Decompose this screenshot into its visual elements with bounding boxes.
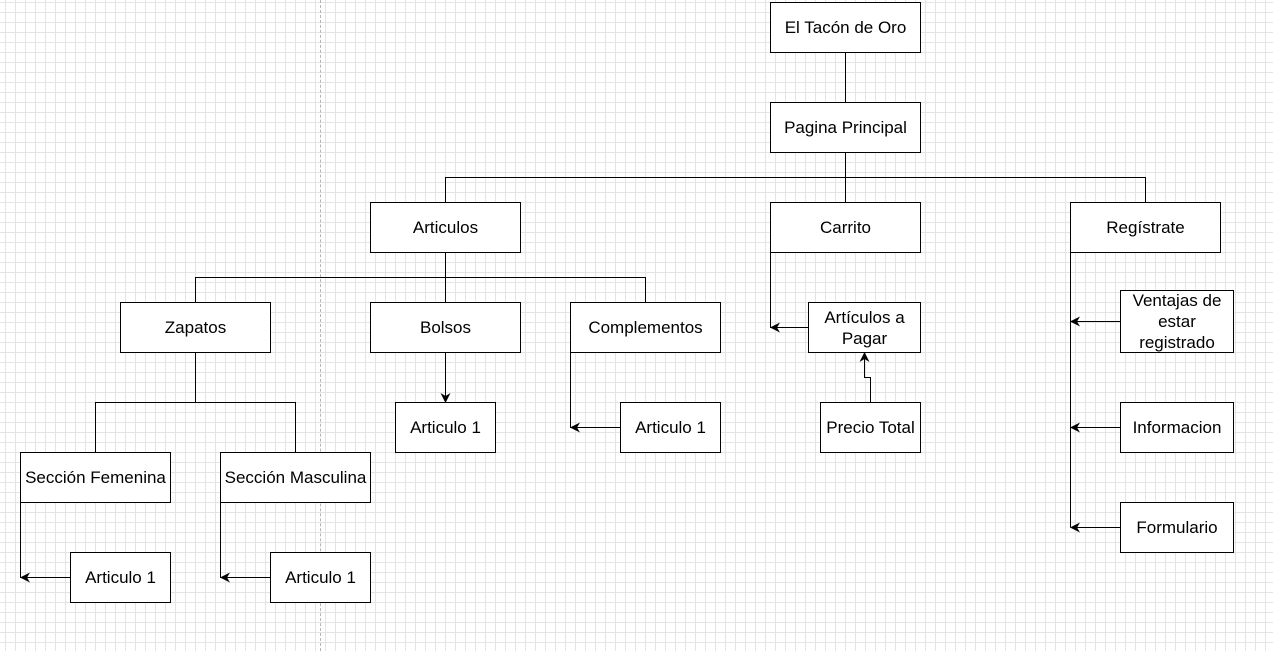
edge-precio-artpagar[interactable] [859, 352, 871, 402]
node-carrito[interactable]: Carrito [770, 202, 921, 253]
node-label: Artículos a Pagar [824, 307, 905, 348]
edge-articulos-zapatos[interactable] [195, 277, 446, 303]
node-label: Zapatos [164, 318, 227, 337]
node-label: Sección Femenina [25, 468, 166, 487]
edge-complementos-articulo[interactable] [570, 353, 621, 428]
node-articulos[interactable]: Articulos [370, 202, 521, 253]
node-label: Ventajas de estar registrado [1132, 291, 1222, 352]
node-label: Articulo 1 [410, 418, 481, 437]
node-label: Formulario [1136, 518, 1218, 537]
node-pagina-principal[interactable]: Pagina Principal [770, 102, 921, 153]
node-label: Pagina Principal [784, 118, 907, 137]
node-label: Articulo 1 [85, 568, 156, 587]
node-ventajas-de-estar-registrado[interactable]: Ventajas de estar registrado [1120, 290, 1234, 353]
node-label: Articulo 1 [285, 568, 356, 587]
edge-home-articulos[interactable] [445, 177, 846, 203]
node-registrate[interactable]: Regístrate [1070, 202, 1221, 253]
node-precio-total[interactable]: Precio Total [820, 402, 921, 453]
node-zapatos[interactable]: Zapatos [120, 302, 271, 353]
node-masculina-articulo-1[interactable]: Articulo 1 [270, 552, 371, 603]
node-label: El Tacón de Oro [784, 18, 907, 37]
node-complementos-articulo-1[interactable]: Articulo 1 [620, 402, 721, 453]
edge-zapatos-masculina[interactable] [195, 402, 296, 453]
node-bolsos-articulo-1[interactable]: Articulo 1 [395, 402, 496, 453]
edge-masculina-articulo[interactable] [220, 503, 271, 578]
node-seccion-femenina[interactable]: Sección Femenina [20, 452, 171, 503]
node-label: Precio Total [826, 418, 915, 437]
node-el-tacon-de-oro[interactable]: El Tacón de Oro [770, 2, 921, 53]
node-label: Articulos [412, 218, 479, 237]
edge-zapatos-femenina[interactable] [95, 402, 196, 453]
node-label: Regístrate [1106, 218, 1185, 237]
node-formulario[interactable]: Formulario [1120, 502, 1234, 553]
node-label: Sección Masculina [224, 468, 367, 487]
node-label: Informacion [1132, 418, 1222, 437]
node-label: Carrito [819, 218, 871, 237]
node-complementos[interactable]: Complementos [570, 302, 721, 353]
edge-home-registrate[interactable] [845, 177, 1146, 203]
node-informacion[interactable]: Informacion [1120, 402, 1234, 453]
node-label: Bolsos [419, 318, 472, 337]
node-seccion-masculina[interactable]: Sección Masculina [220, 452, 371, 503]
edge-femenina-articulo[interactable] [20, 503, 71, 578]
edge-articulos-complementos[interactable] [445, 277, 646, 303]
edge-carrito-artpagar[interactable] [770, 253, 809, 328]
node-femenina-articulo-1[interactable]: Articulo 1 [70, 552, 171, 603]
node-articulos-a-pagar[interactable]: Artículos a Pagar [808, 302, 921, 353]
node-label: Articulo 1 [635, 418, 706, 437]
page-break-divider [320, 0, 321, 651]
node-bolsos[interactable]: Bolsos [370, 302, 521, 353]
node-label: Complementos [588, 318, 703, 337]
